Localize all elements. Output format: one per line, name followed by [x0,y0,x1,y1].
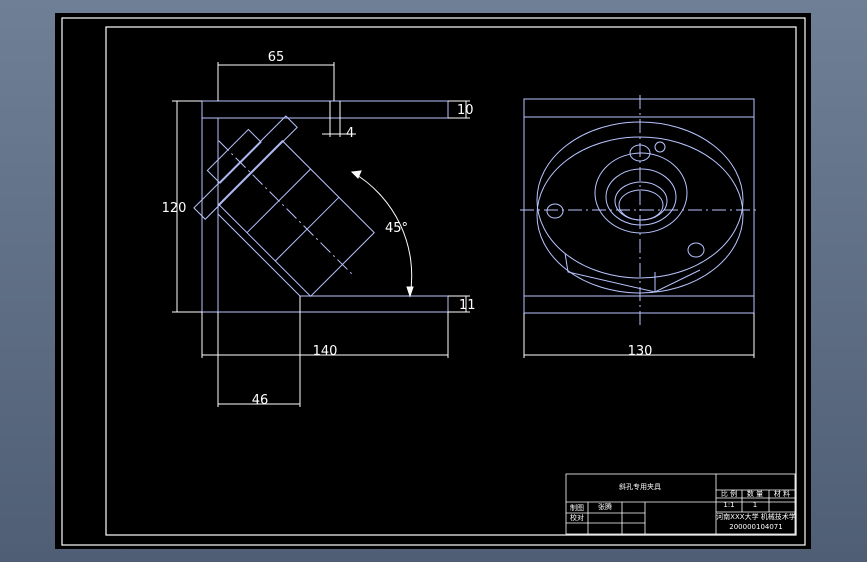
bolt-hole-right [687,242,705,258]
bottom-plate-outline [202,295,449,313]
dim-120-label: 120 [162,201,187,216]
small-pin [654,141,666,153]
slant-face-line [217,213,301,297]
front-view-dimensions [172,62,470,407]
bore-thread [614,181,668,221]
dim-4-label: 4 [346,126,354,141]
title-block-material-header: 材 料 [774,489,790,498]
side-body-outline [523,98,755,314]
top-plate-outline [202,100,449,119]
flange-cut-edge [564,252,701,293]
boss-ellipse [594,152,688,234]
arc-arrow-bottom [406,286,414,298]
side-view-dimensions [523,313,755,358]
bore-bottom [618,189,664,221]
drawing-frame [105,26,797,536]
title-block [565,473,796,535]
title-block-school: 河南XXX大学 机械技术学 [716,512,796,521]
cad-viewport[interactable]: 65 10 4 120 45° 11 140 46 130 [55,13,811,549]
angle-arc [351,171,413,297]
cad-drawing: 65 10 4 120 45° 11 140 46 130 [61,17,806,546]
front-view [193,100,449,313]
axis-centerline [218,140,354,276]
title-block-checker-label: 校对 [570,513,584,522]
arc-arrow-top [350,170,362,179]
dim-130-label: 130 [628,344,653,359]
title-block-student-id: 200000104071 [729,523,782,531]
title-block-count-value: 1 [753,501,757,509]
side-view [520,95,760,325]
title-block-count-header: 数 量 [747,489,763,498]
title-block-part-name: 斜孔专用夹具 [619,482,661,491]
title-block-drafter-name: 张腾 [598,502,612,511]
outer-border [61,17,806,546]
dim-140-label: 140 [313,344,338,359]
dim-10-label: 10 [457,103,474,118]
title-block-scale-header: 比 例 [721,489,737,498]
title-block-scale-value: 1:1 [723,501,734,509]
dim-11-label: 11 [459,298,476,313]
bore-ellipse [605,168,677,226]
bolt-hole-left [546,203,564,219]
dim-65-label: 65 [268,50,285,65]
dim-45-label: 45° [385,221,408,236]
dim-46-label: 46 [252,393,269,408]
title-block-drafter-label: 制图 [570,503,584,512]
